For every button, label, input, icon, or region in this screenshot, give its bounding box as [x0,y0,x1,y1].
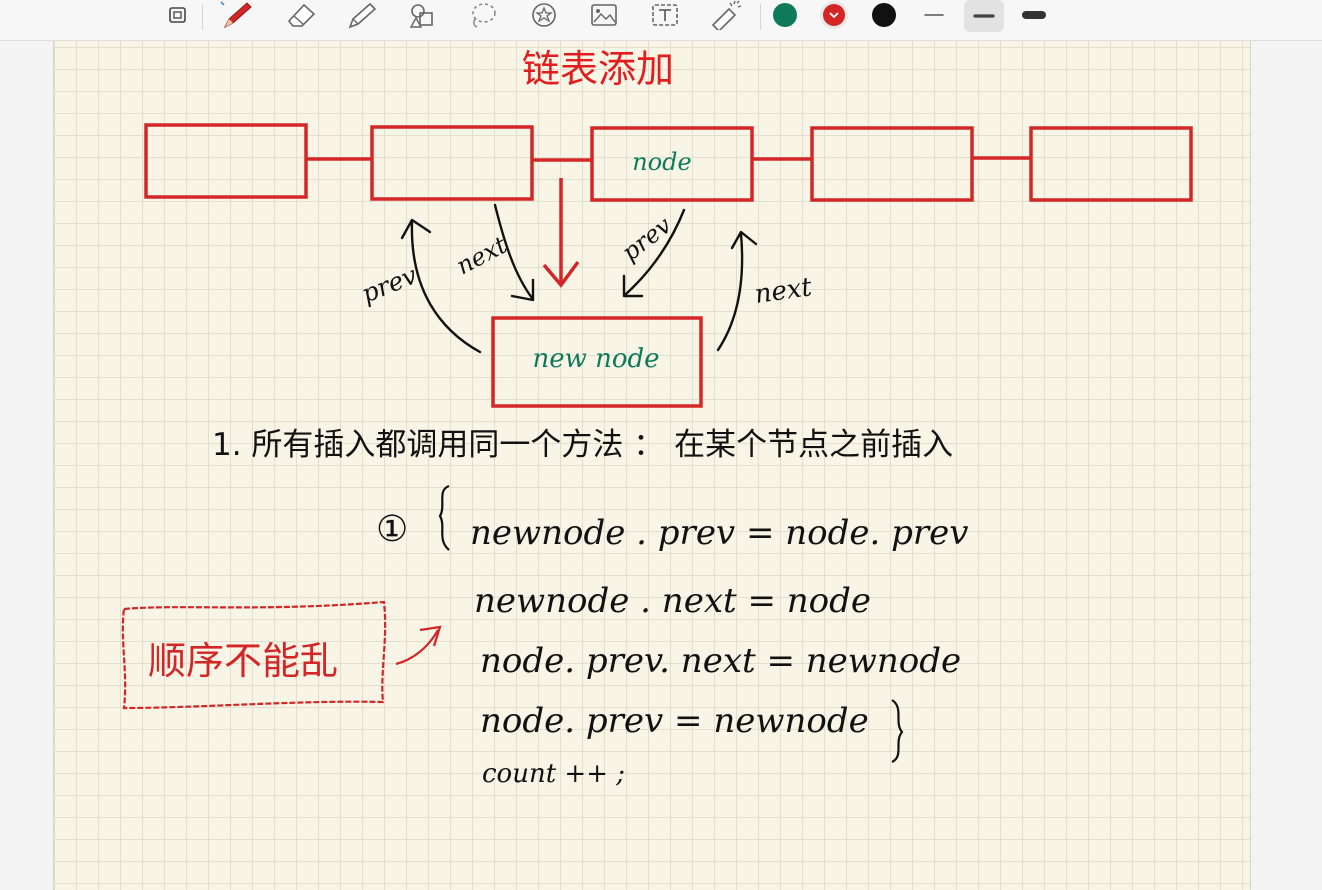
prev-arrow-right [624,208,686,296]
warning-box [121,600,387,710]
eraser-icon [287,3,316,27]
arrow-head [510,278,535,302]
text-icon [652,4,678,26]
toolbar-separator [760,4,761,30]
highlighter-icon [348,2,377,29]
code-line: node. prev. next = newnode [480,641,961,681]
laser-pointer-icon [711,0,742,30]
arrow-head [622,274,644,298]
lasso-icon [472,3,496,28]
toolbar [0,0,1322,41]
eraser-tool[interactable] [281,0,321,30]
highlighter-tool[interactable] [341,0,381,30]
toolbar-separator [202,4,203,30]
open-brace [438,484,450,551]
color-swatch-green[interactable] [765,0,805,30]
prev-arrow-left [410,220,482,354]
stroke-width-thin[interactable] [914,0,954,30]
list-node-box [1029,126,1193,202]
sticker-tool[interactable] [524,0,564,30]
code-line: newnode . next = node [474,581,871,621]
warning-text: 顺序不能乱 [148,639,338,683]
next-arrow-right [716,232,744,352]
shapes-tool[interactable] [403,0,443,30]
arrow-head [400,218,432,240]
close-brace [891,699,904,763]
prev-label-right: prev [616,211,677,267]
node-label: node [632,148,691,176]
linked-list [144,123,1193,408]
thick-line-icon [1022,11,1046,19]
color-swatch-red[interactable] [814,0,854,30]
pen-icon [220,1,252,29]
step-marker: ① [376,509,408,550]
arrow-head [730,230,758,250]
color-swatch-black[interactable] [864,0,904,30]
text-tool[interactable] [645,0,685,30]
prev-label-left: prev [357,260,421,308]
insert-arrow-head [542,260,580,288]
next-label-right: next [753,272,814,310]
warning-arrow [395,629,439,666]
stroke-width-thick[interactable] [1014,0,1054,30]
warning-arrow-head [419,625,442,647]
pointer-arrows [400,203,758,354]
pen-tool[interactable] [215,0,255,30]
list-node-box [810,126,974,202]
sticker-icon [532,3,556,27]
lasso-tool[interactable] [463,0,503,30]
image-icon [591,4,617,26]
shapes-icon [409,4,433,28]
code-line: newnode . prev = node. prev [470,513,968,553]
rule-text: 1. 所有插入都调用同一个方法 ： 在某个节点之前插入 [212,427,953,463]
list-node-box [590,126,754,202]
lasso-select-icon [169,7,186,23]
color-dot-icon [872,3,896,27]
note-canvas[interactable] [53,41,1251,890]
selected-color-dot-icon [820,1,848,29]
new-node-label: new node [532,344,659,374]
new-node-box [491,316,703,408]
stroke-width-medium[interactable] [964,0,1004,32]
next-arrow-left [493,203,534,300]
thin-line-icon [924,14,944,16]
lasso-select-tool[interactable] [158,0,198,30]
image-tool[interactable] [584,0,624,30]
laser-pointer-tool[interactable] [706,0,746,30]
code-line: count ++ ; [482,759,625,789]
note-title: 链表添加 [522,47,674,91]
medium-line-icon [973,14,995,18]
list-node-box [370,125,534,201]
code-line: node. prev = newnode [480,701,869,741]
next-label-left: next [452,231,512,281]
list-node-box [144,123,308,199]
color-dot-icon [773,3,797,27]
